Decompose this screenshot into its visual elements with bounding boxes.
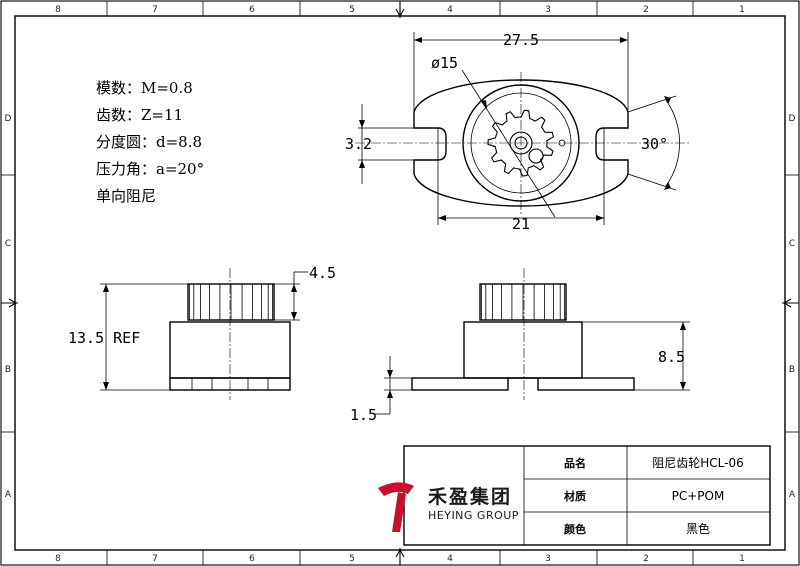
- spec-damping: 单向阻尼: [96, 187, 156, 205]
- zone-top-5: 5: [349, 5, 355, 15]
- dim-label-width: 27.5: [503, 31, 539, 49]
- dim-label-gear-height: 4.5: [309, 264, 336, 282]
- dim-label-flange-thickness: 1.5: [350, 406, 377, 424]
- dim-label-angle: 30°: [641, 135, 668, 153]
- zone-top-6: 6: [249, 5, 255, 15]
- side-gear-tooth-lines: [481, 284, 565, 320]
- zone-bottom-1: 1: [739, 554, 745, 564]
- title-label-color: 颜色: [564, 522, 586, 536]
- zone-top-3: 3: [545, 5, 551, 15]
- zone-bottom-8: 8: [55, 554, 61, 564]
- zone-bottom-4: 4: [447, 554, 453, 564]
- logo-mark-icon: [378, 482, 414, 496]
- zone-top-4: 4: [447, 5, 453, 15]
- dim-label-body-height: 8.5: [658, 348, 685, 366]
- zone-bottom-7: 7: [152, 554, 158, 564]
- gear-specifications: 模数：M=0.8 齿数：Z=11 分度圆：d=8.8 压力角：a=20° 单向阻…: [96, 79, 204, 205]
- dim-label-total-height: 13.5 REF: [68, 329, 140, 347]
- zone-right-d: D: [789, 114, 796, 124]
- title-value-name: 阻尼齿轮HCL-06: [652, 456, 743, 470]
- spec-pressure-angle: 压力角：a=20°: [96, 160, 204, 178]
- title-value-material: PC+POM: [672, 489, 725, 503]
- spec-module: 模数：M=0.8: [96, 79, 193, 97]
- top-view-side-pin: [528, 148, 544, 164]
- company-name-en: HEYING GROUP: [428, 509, 519, 522]
- spec-pitch-diameter: 分度圆：d=8.8: [96, 133, 202, 151]
- company-name-cn: 禾盈集团: [428, 485, 512, 508]
- zone-bottom-3: 3: [545, 554, 551, 564]
- zone-top-2: 2: [643, 5, 649, 15]
- zone-right-a: A: [789, 490, 796, 500]
- top-view: 27.5 ø15 3.2 30° 21: [345, 31, 690, 233]
- zone-bottom-6: 6: [249, 554, 255, 564]
- zone-top-1: 1: [739, 5, 745, 15]
- zone-left-b: B: [5, 365, 11, 375]
- title-value-color: 黑色: [686, 522, 710, 536]
- zone-bottom-2: 2: [643, 554, 649, 564]
- side-view-right: 8.5 1.5: [350, 268, 690, 424]
- spec-teeth: 齿数：Z=11: [96, 106, 183, 124]
- front-view-left: 4.5 13.5 REF: [68, 264, 336, 400]
- side-body: [463, 321, 583, 379]
- title-label-name: 品名: [564, 456, 586, 470]
- dim-leader-gear-dia: [461, 69, 556, 218]
- zone-top-8: 8: [55, 5, 61, 15]
- side-flange-left: [411, 377, 509, 391]
- zone-left-d: D: [5, 114, 12, 124]
- top-view-gear-teeth: [487, 109, 555, 177]
- dim-label-slot: 3.2: [345, 135, 372, 153]
- front-gear-tooth-lines: [189, 284, 273, 320]
- dim-arc-angle: [665, 99, 680, 187]
- dim-label-gear-dia: ø15: [431, 54, 458, 72]
- zone-right-b: B: [789, 365, 795, 375]
- zone-labels-top: 8 7 6 5 4 3 2 1: [55, 5, 745, 15]
- zone-top-7: 7: [152, 5, 158, 15]
- logo-stem-icon: [392, 492, 406, 532]
- side-flange-right: [537, 377, 635, 391]
- zone-labels-bottom: 8 7 6 5 4 3 2 1: [55, 554, 745, 564]
- zone-bottom-5: 5: [349, 554, 355, 564]
- zone-left-c: C: [5, 239, 11, 249]
- title-label-material: 材质: [564, 489, 586, 503]
- dim-label-hole-spacing: 21: [512, 215, 530, 233]
- zone-right-c: C: [789, 239, 795, 249]
- company-logo: 禾盈集团 HEYING GROUP: [378, 482, 519, 532]
- zone-left-a: A: [5, 490, 12, 500]
- zone-labels-left: D C B A: [5, 114, 12, 500]
- zone-labels-right: D C B A: [789, 114, 796, 500]
- title-block: 品名 阻尼齿轮HCL-06 材质 PC+POM 颜色 黑色 禾盈集团 HEYIN…: [378, 445, 771, 546]
